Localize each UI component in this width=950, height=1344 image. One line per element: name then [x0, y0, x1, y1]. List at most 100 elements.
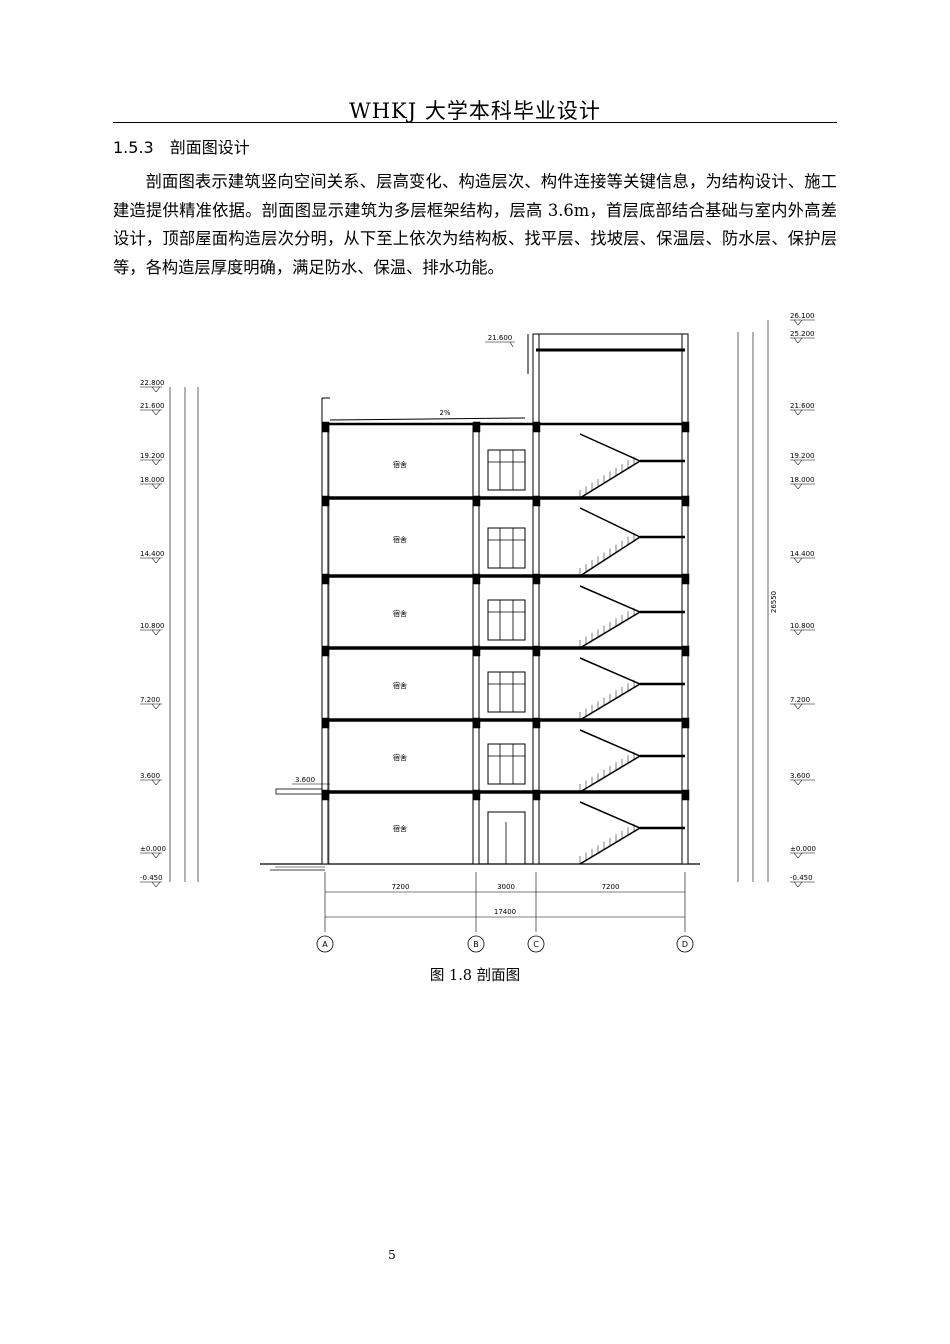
- elevation-mark: [793, 557, 799, 564]
- section-drawing-svg: 宿舍宿舍宿舍宿舍宿舍宿舍2%21.6003.60022.80021.60019.…: [140, 312, 816, 953]
- page-number: 5: [388, 1248, 396, 1262]
- right-elevation-label: 7.200: [790, 696, 810, 704]
- stair-flight: [579, 801, 641, 829]
- axis-bubble: [467, 935, 485, 953]
- window: [487, 599, 526, 641]
- elevation-mark: [797, 779, 803, 786]
- elevation-mark: [793, 337, 799, 344]
- left-elevation-label: 3.600: [140, 772, 160, 780]
- axis-label: C: [533, 940, 539, 949]
- right-elevation-label: 21.600: [790, 402, 815, 410]
- elevation-mark: [151, 703, 157, 710]
- elevation-mark: [793, 459, 799, 466]
- room-label: 宿舍: [393, 460, 407, 469]
- beam: [321, 421, 330, 433]
- window: [487, 449, 526, 491]
- axis-label: A: [322, 940, 328, 949]
- roof-slope-line: [329, 417, 526, 421]
- bay-dimension-label: 3000: [497, 883, 515, 891]
- right-elevation-label: 26.100: [790, 312, 815, 320]
- elevation-mark: [151, 881, 157, 888]
- elevation-mark: [151, 386, 157, 393]
- beam: [532, 573, 541, 585]
- elevation-mark: [793, 409, 799, 416]
- beam: [321, 717, 330, 729]
- window: [487, 527, 526, 569]
- elevation-mark: [155, 779, 161, 786]
- elevation-mark: [151, 483, 157, 490]
- beam: [472, 495, 481, 507]
- elevation-mark: [797, 459, 803, 466]
- figure-caption: 图 1.8 剖面图: [429, 968, 521, 984]
- elevation-mark: [797, 409, 803, 416]
- elevation-mark: [793, 779, 799, 786]
- beam: [681, 789, 690, 801]
- beam: [681, 421, 690, 433]
- total-height-label: 26550: [770, 591, 778, 613]
- right-elevation-label: 18.000: [790, 476, 815, 484]
- room-label: 宿舍: [393, 753, 407, 762]
- elevation-mark: [797, 852, 803, 859]
- window: [487, 743, 526, 785]
- parapet-elevation: 21.600: [488, 334, 513, 342]
- beam: [532, 495, 541, 507]
- right-elevation-label: 10.800: [790, 622, 815, 630]
- room-label: 宿舍: [393, 535, 407, 544]
- beam: [681, 573, 690, 585]
- elevation-mark: [155, 629, 161, 636]
- column-d: [681, 333, 689, 865]
- elevation-mark: [151, 459, 157, 466]
- elevation-mark: [793, 319, 799, 326]
- elevation-mark: [793, 881, 799, 888]
- right-elevation-label: -0.450: [790, 874, 813, 882]
- axis-bubble: [527, 935, 545, 953]
- beam: [321, 789, 330, 801]
- column-c: [532, 333, 540, 865]
- beam: [472, 573, 481, 585]
- beam: [532, 789, 541, 801]
- elevation-mark: [793, 629, 799, 636]
- stair-flight: [579, 657, 641, 685]
- elevation-mark: [797, 337, 803, 344]
- right-elevation-label: 25.200: [790, 330, 815, 338]
- stair-flight: [579, 729, 641, 757]
- elevation-mark: [155, 557, 161, 564]
- elevation-mark: [797, 557, 803, 564]
- section-title: 剖面图设计: [169, 138, 250, 157]
- header-rule: [113, 122, 837, 123]
- left-elevation-label: 7.200: [140, 696, 160, 704]
- entrance-canopy: [275, 788, 326, 795]
- elevation-mark: [155, 483, 161, 490]
- elevation-mark: [151, 409, 157, 416]
- elevation-mark: [797, 703, 803, 710]
- elevation-mark: [151, 852, 157, 859]
- beam: [472, 645, 481, 657]
- left-elevation-label: 14.400: [140, 550, 165, 558]
- right-elevation-label: 14.400: [790, 550, 815, 558]
- left-elevation-label: ±0.000: [140, 845, 166, 853]
- elevation-mark: [155, 459, 161, 466]
- room-label: 宿舍: [393, 609, 407, 618]
- section-number: 1.5.3: [113, 138, 154, 157]
- body-paragraph: 剖面图表示建筑竖向空间关系、层高变化、构造层次、构件连接等关键信息，为结构设计、…: [113, 172, 837, 277]
- elevation-mark: [151, 629, 157, 636]
- bay-dimension-label: 7200: [602, 883, 620, 891]
- elevation-mark: [155, 386, 161, 393]
- section-heading: 1.5.3 剖面图设计: [113, 134, 250, 158]
- elevation-mark: [797, 483, 803, 490]
- beam: [681, 645, 690, 657]
- beam: [472, 717, 481, 729]
- elevation-mark: [151, 557, 157, 564]
- left-elevation-label: 18.000: [140, 476, 165, 484]
- stair-flight: [579, 507, 641, 538]
- axis-label: B: [473, 940, 479, 949]
- window: [487, 671, 526, 713]
- stair-flight: [579, 585, 641, 613]
- left-elevation-label: 10.800: [140, 622, 165, 630]
- elevation-mark: [797, 319, 803, 326]
- elevation-mark: [797, 629, 803, 636]
- beam: [681, 495, 690, 507]
- elevation-mark: [155, 852, 161, 859]
- canopy-elevation: 3.600: [295, 776, 315, 784]
- axis-label: D: [682, 940, 688, 949]
